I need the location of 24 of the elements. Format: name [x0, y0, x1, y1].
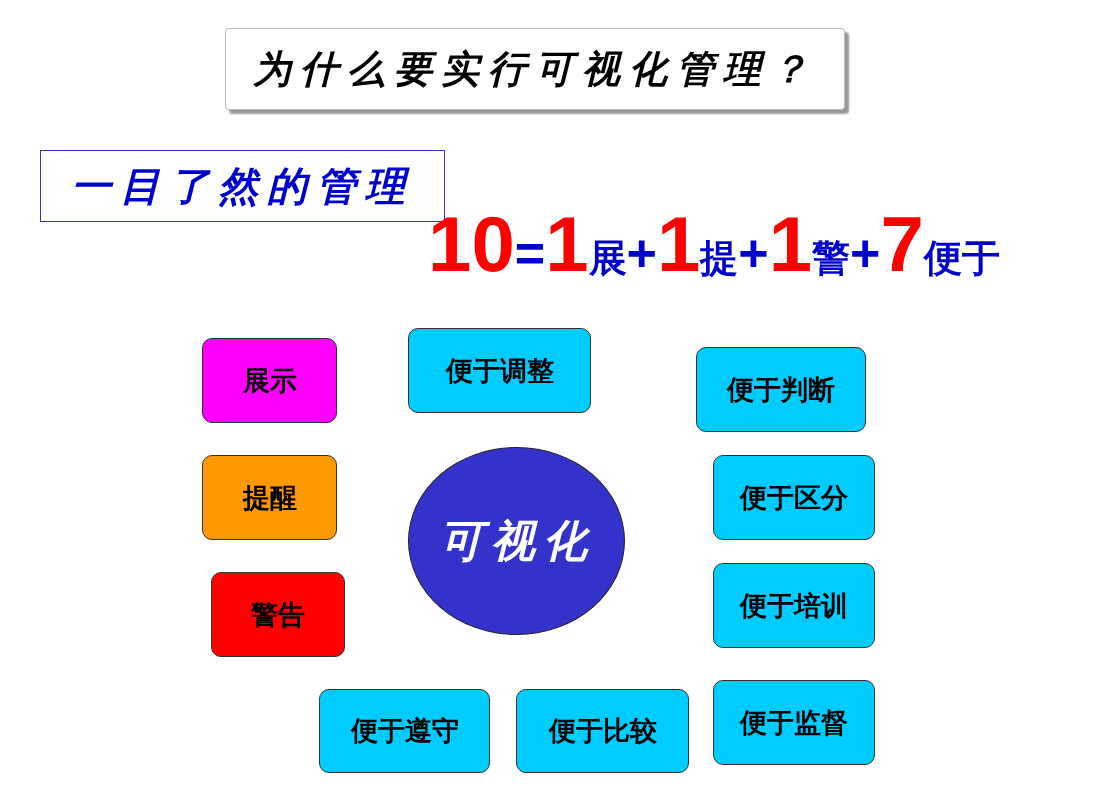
benefit-box	[713, 563, 875, 648]
formula-text: 10=1展+1提+1警+7便于	[428, 205, 1000, 283]
box-label: 便于比较	[548, 714, 657, 748]
category-box	[211, 572, 345, 657]
box-label: 便于判断	[727, 372, 835, 407]
benefit-box	[713, 680, 875, 765]
category-box	[202, 455, 337, 540]
title-heading: 为什么要实行可视化管理？	[225, 28, 845, 110]
category-box	[202, 338, 337, 423]
heading-text: 一目了然的管理	[71, 160, 414, 211]
benefit-box	[408, 328, 591, 413]
benefit-box	[516, 689, 689, 773]
box-label: 展示	[242, 363, 297, 398]
benefit-box	[696, 347, 866, 432]
benefit-box	[713, 455, 875, 540]
box-label: 便于培训	[740, 588, 848, 623]
box-label: 便于监督	[740, 705, 848, 740]
box-label: 提醒	[242, 480, 297, 515]
box-label: 便于遵守	[350, 714, 459, 748]
box-label: 警告	[251, 597, 305, 632]
benefit-box	[319, 689, 490, 773]
box-label: 便于调整	[445, 353, 554, 388]
box-label: 便于区分	[740, 480, 848, 515]
ellipse-label: 可视化	[438, 513, 595, 568]
